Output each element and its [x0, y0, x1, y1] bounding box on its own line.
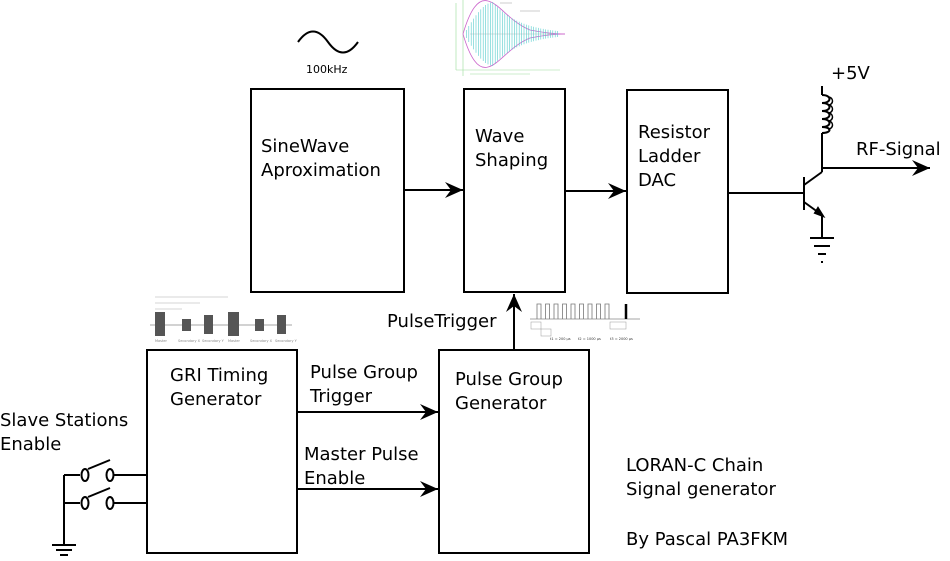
transistor-icon — [803, 133, 826, 238]
frequency-label: 100kHz — [306, 63, 348, 76]
svg-text:t2 = 1000 µs: t2 = 1000 µs — [578, 337, 601, 341]
pulse-group-trigger-label: Pulse Group Trigger — [310, 362, 418, 407]
svg-text:t3 = 2000 µs: t3 = 2000 µs — [610, 337, 633, 341]
pulse-group-thumbnail: t1 = 200 µs t2 = 1000 µs t3 = 2000 µs — [530, 303, 640, 341]
svg-text:Secondary Y: Secondary Y — [275, 339, 298, 343]
plus5v-label: +5V — [831, 63, 870, 84]
pulse-group-block-label: Pulse Group Generator — [455, 369, 563, 414]
sine-wave-icon — [297, 30, 359, 54]
sinewave-block — [250, 88, 405, 293]
dac-block — [626, 89, 729, 294]
switch-icon — [63, 459, 147, 545]
gri-block — [146, 349, 298, 554]
gri-block-label: GRI Timing Generator — [170, 365, 269, 410]
pulse-trigger-label: PulseTrigger — [387, 311, 497, 332]
sinewave-block-label: SineWave Aproximation — [261, 136, 381, 181]
slave-stations-enable-label: Slave Stations Enable — [0, 410, 129, 455]
inductor-icon — [821, 86, 834, 134]
credits-author: By Pascal PA3FKM — [626, 529, 788, 550]
svg-text:Master: Master — [228, 339, 241, 343]
gri-timing-thumbnail: Master Secondary X Secondary Y Master Se… — [150, 296, 298, 343]
loran-pulse-thumbnail — [455, 0, 566, 76]
svg-text:Master: Master — [155, 339, 168, 343]
credits-title: LORAN-C Chain Signal generator — [626, 455, 776, 500]
master-pulse-enable-label: Master Pulse Enable — [304, 444, 419, 489]
svg-text:Secondary X: Secondary X — [250, 339, 273, 343]
ground-icon — [810, 237, 834, 263]
dac-block-label: Resistor Ladder DAC — [638, 122, 710, 191]
svg-text:Secondary X: Secondary X — [178, 339, 201, 343]
svg-text:Secondary Y: Secondary Y — [202, 339, 225, 343]
ground-icon — [52, 544, 76, 556]
wave-shaping-block-label: Wave Shaping — [475, 126, 549, 171]
wave-shaping-block — [463, 88, 566, 293]
rf-signal-label: RF-Signal — [856, 139, 941, 160]
svg-text:t1 = 200 µs: t1 = 200 µs — [550, 337, 571, 341]
